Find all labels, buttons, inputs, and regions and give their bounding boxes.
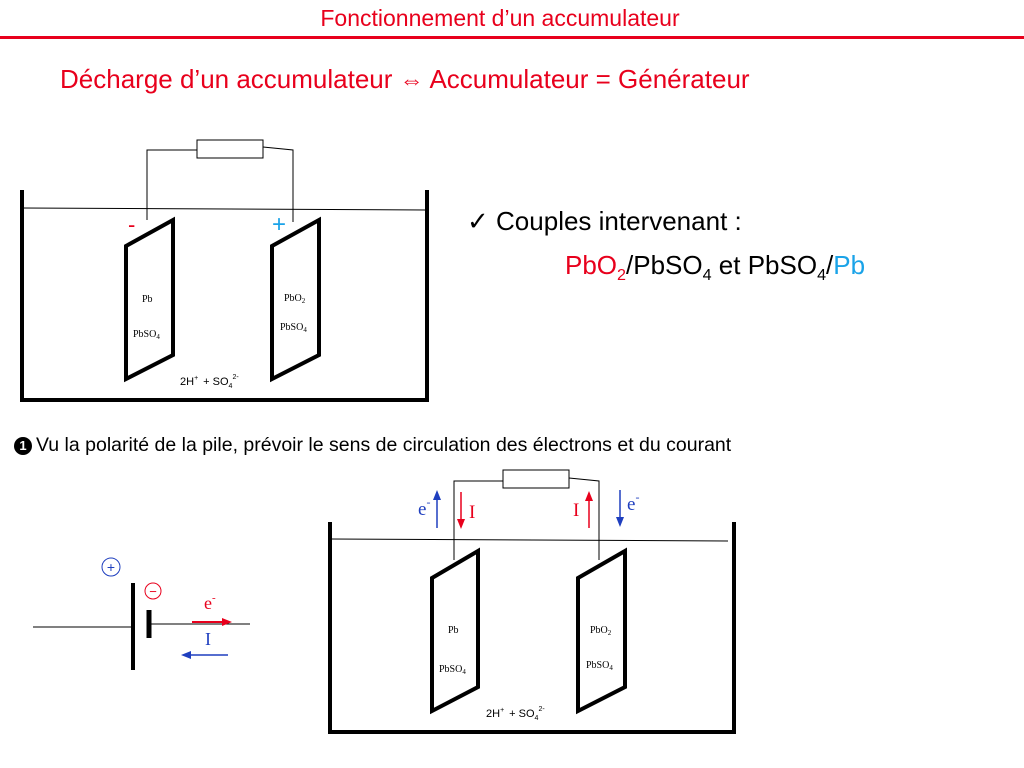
polarity-plus-1: + bbox=[272, 211, 286, 238]
plate-label-pb-1: Pb bbox=[142, 294, 153, 305]
question-text: Vu la polarité de la pile, prévoir le se… bbox=[36, 434, 732, 456]
wire-left-2 bbox=[453, 480, 503, 560]
cell-current-arrow-left-icon bbox=[181, 651, 228, 659]
left-right-arrow-icon: ⇔ bbox=[399, 67, 424, 94]
wire-right-1 bbox=[262, 146, 294, 222]
subtitle-left: Décharge d’un accumulateur bbox=[60, 64, 393, 94]
plate-positive-1 bbox=[270, 216, 321, 383]
positive-terminal-icon bbox=[101, 557, 121, 577]
cell-symbol: + − e- I bbox=[33, 557, 250, 670]
current-label-left: I bbox=[469, 502, 475, 523]
title-underline bbox=[0, 36, 1024, 39]
current-arrow-up-icon bbox=[585, 491, 593, 528]
subtitle-right: Accumulateur = Générateur bbox=[429, 64, 750, 94]
electrolyte-level-1 bbox=[21, 207, 428, 211]
plate-label-pbo2-1: PbO2 bbox=[284, 293, 306, 305]
formula-pbo2: PbO2 bbox=[565, 250, 626, 284]
plate-positive-2 bbox=[576, 547, 627, 715]
electrolyte-level-2 bbox=[329, 538, 729, 542]
formula-pbo: PbO bbox=[565, 250, 618, 280]
cell-current-label: I bbox=[205, 629, 211, 649]
couples-formula: PbO2/PbSO4 et PbSO4/Pb bbox=[565, 250, 865, 285]
plate-negative-2 bbox=[430, 547, 480, 715]
negative-terminal-sign: − bbox=[149, 584, 157, 599]
numbered-bullet-icon: 1 bbox=[14, 437, 32, 455]
slide-title: Fonctionnement d’un accumulateur bbox=[320, 5, 680, 31]
wire-right-2 bbox=[568, 477, 600, 560]
formula-et-pbso: et PbSO bbox=[711, 250, 818, 280]
plate-label-pbso4-left-2: PbSO4 bbox=[439, 664, 466, 676]
tank-2 bbox=[328, 522, 736, 734]
electron-label-right: e- bbox=[627, 490, 639, 515]
checkmark-icon: ✓ bbox=[467, 206, 489, 236]
formula-sub-2: 2 bbox=[617, 266, 626, 285]
resistor-1 bbox=[196, 139, 264, 159]
plate-negative-1 bbox=[124, 216, 175, 383]
diagram-1: - + Pb PbSO4 PbO2 PbSO4 2H++ SO42- bbox=[20, 139, 429, 402]
plate-label-pbso4-right-1: PbSO4 bbox=[280, 322, 307, 334]
slide-subtitle: Décharge d’un accumulateur ⇔ Accumulateu… bbox=[60, 64, 750, 95]
resistor-2 bbox=[502, 469, 570, 489]
diagram-2: Pb PbSO4 PbO2 PbSO4 2H++ SO42- e- I I e- bbox=[328, 469, 736, 734]
electrolyte-label-1: 2H++ SO42- bbox=[180, 374, 239, 390]
plate-label-pbso4-right-2: PbSO4 bbox=[586, 660, 613, 672]
couples-label: Couples intervenant : bbox=[496, 206, 742, 236]
formula-slash: / bbox=[826, 250, 834, 280]
electrolyte-label-2: 2H++ SO42- bbox=[486, 706, 545, 722]
current-label-right: I bbox=[573, 500, 579, 521]
formula-sub-4b: 4 bbox=[817, 266, 827, 285]
formula-pbso-a: /PbSO bbox=[626, 250, 703, 280]
cell-electron-label: e- bbox=[204, 592, 216, 613]
polarity-minus-1: - bbox=[128, 212, 135, 237]
positive-terminal-sign: + bbox=[107, 559, 115, 575]
plate-label-pb-2: Pb bbox=[448, 625, 459, 636]
formula-pb: Pb bbox=[833, 250, 866, 280]
formula-sub-4a: 4 bbox=[702, 266, 712, 285]
plate-label-pbo2-2: PbO2 bbox=[590, 625, 612, 637]
couples-line: ✓ Couples intervenant : bbox=[467, 206, 742, 237]
cell-electron-arrow-right-icon bbox=[192, 618, 232, 626]
wire-left-1 bbox=[146, 149, 197, 220]
negative-terminal-icon bbox=[144, 582, 162, 600]
tank-1 bbox=[20, 190, 429, 402]
electron-arrow-down-icon bbox=[616, 490, 624, 527]
plate-label-pbso4-left-1: PbSO4 bbox=[133, 329, 160, 341]
electron-label-left: e- bbox=[418, 495, 430, 520]
current-arrow-down-icon bbox=[457, 492, 465, 529]
electron-arrow-up-icon bbox=[433, 490, 441, 528]
